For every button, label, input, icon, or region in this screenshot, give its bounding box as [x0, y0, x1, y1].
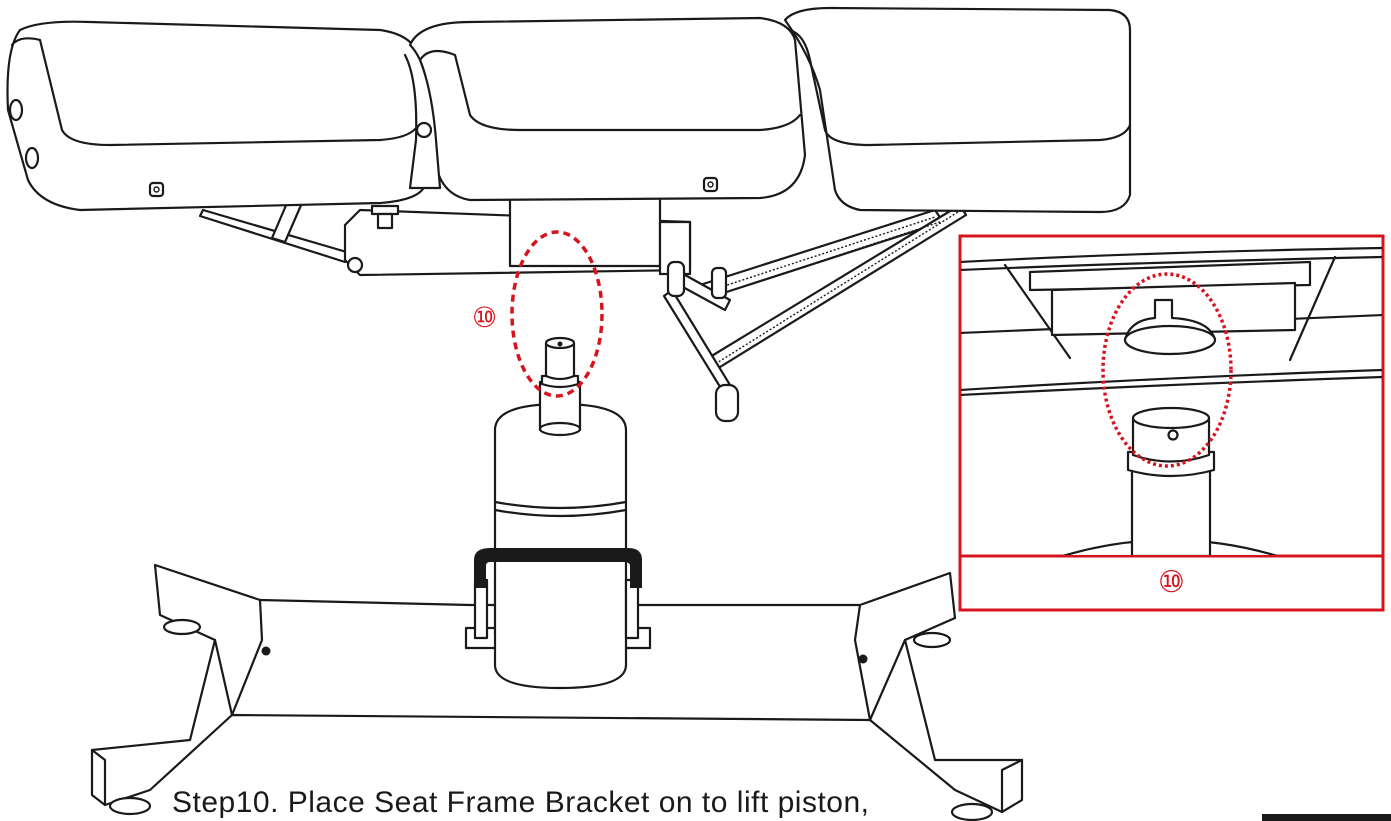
callout-ellipse	[510, 230, 604, 398]
lift-cylinder	[464, 402, 652, 690]
page-corner-bar	[1262, 814, 1391, 821]
detail-inset	[958, 234, 1385, 612]
table-cushions	[6, 6, 1132, 214]
callout-number-main: ⑩	[472, 302, 498, 333]
seat-frame	[198, 188, 968, 423]
lift-piston	[538, 336, 582, 437]
step-instruction-caption: Step10. Place Seat Frame Bracket on to l…	[172, 786, 870, 819]
inset-callout-number: ⑩	[1158, 566, 1185, 599]
